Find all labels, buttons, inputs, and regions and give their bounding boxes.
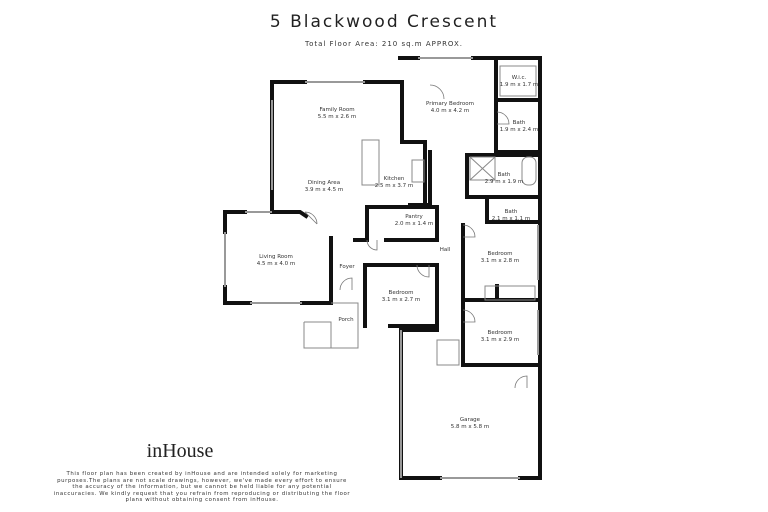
room-pantry-size: 2.0 m x 1.4 m bbox=[395, 221, 433, 227]
room-toilet-name: Bath bbox=[505, 209, 518, 215]
room-garage-size: 5.8 m x 5.8 m bbox=[451, 424, 489, 430]
room-bedroom-2-name: Bedroom bbox=[389, 290, 414, 296]
room-dining-size: 3.9 m x 4.5 m bbox=[305, 187, 343, 193]
windows bbox=[224, 57, 539, 479]
room-garage-name: Garage bbox=[460, 417, 481, 423]
disclaimer-text: This floor plan has been created by inHo… bbox=[53, 471, 351, 504]
room-dining-name: Dining Area bbox=[308, 180, 340, 186]
room-foyer-name: Foyer bbox=[339, 264, 355, 270]
room-bedroom-1-size: 3.1 m x 2.8 m bbox=[481, 258, 519, 264]
room-labels: Family Room 5.5 m x 2.6 m Primary Bedroo… bbox=[257, 75, 538, 430]
room-bedroom-2-size: 3.1 m x 2.7 m bbox=[382, 297, 420, 303]
room-bath-name: Bath bbox=[498, 172, 511, 178]
room-pantry-name: Pantry bbox=[405, 214, 423, 220]
doors bbox=[304, 84, 528, 389]
plan-title: 5 Blackwood Crescent bbox=[269, 12, 499, 32]
room-ensuite-name: Bath bbox=[513, 120, 526, 126]
room-ensuite-size: 1.9 m x 2.4 m bbox=[500, 127, 538, 133]
room-primary-bedroom-size: 4.0 m x 4.2 m bbox=[431, 108, 469, 114]
inhouse-logo: inHouse bbox=[146, 440, 214, 462]
room-bedroom-1-name: Bedroom bbox=[488, 251, 513, 257]
room-bath-size: 2.9 m x 1.9 m bbox=[485, 179, 523, 185]
room-family-room-size: 5.5 m x 2.6 m bbox=[318, 114, 356, 120]
room-family-room-name: Family Room bbox=[319, 107, 354, 113]
room-wic-size: 1.9 m x 1.7 m bbox=[500, 82, 538, 88]
room-living-name: Living Room bbox=[259, 254, 293, 260]
room-kitchen-size: 2.5 m x 3.7 m bbox=[375, 183, 413, 189]
room-primary-bedroom-name: Primary Bedroom bbox=[426, 101, 474, 107]
room-hall-name: Hall bbox=[440, 247, 451, 253]
fixtures bbox=[303, 65, 537, 366]
room-wic-name: W.i.c. bbox=[512, 75, 527, 81]
room-bedroom-3-name: Bedroom bbox=[488, 330, 513, 336]
room-toilet-size: 2.1 m x 1.1 m bbox=[492, 216, 530, 222]
room-porch-name: Porch bbox=[338, 317, 354, 323]
room-living-size: 4.5 m x 4.0 m bbox=[257, 261, 295, 267]
room-bedroom-3-size: 3.1 m x 2.9 m bbox=[481, 337, 519, 343]
room-kitchen-name: Kitchen bbox=[384, 176, 405, 182]
total-floor-area: Total Floor Area: 210 sq.m APPROX. bbox=[304, 40, 464, 48]
